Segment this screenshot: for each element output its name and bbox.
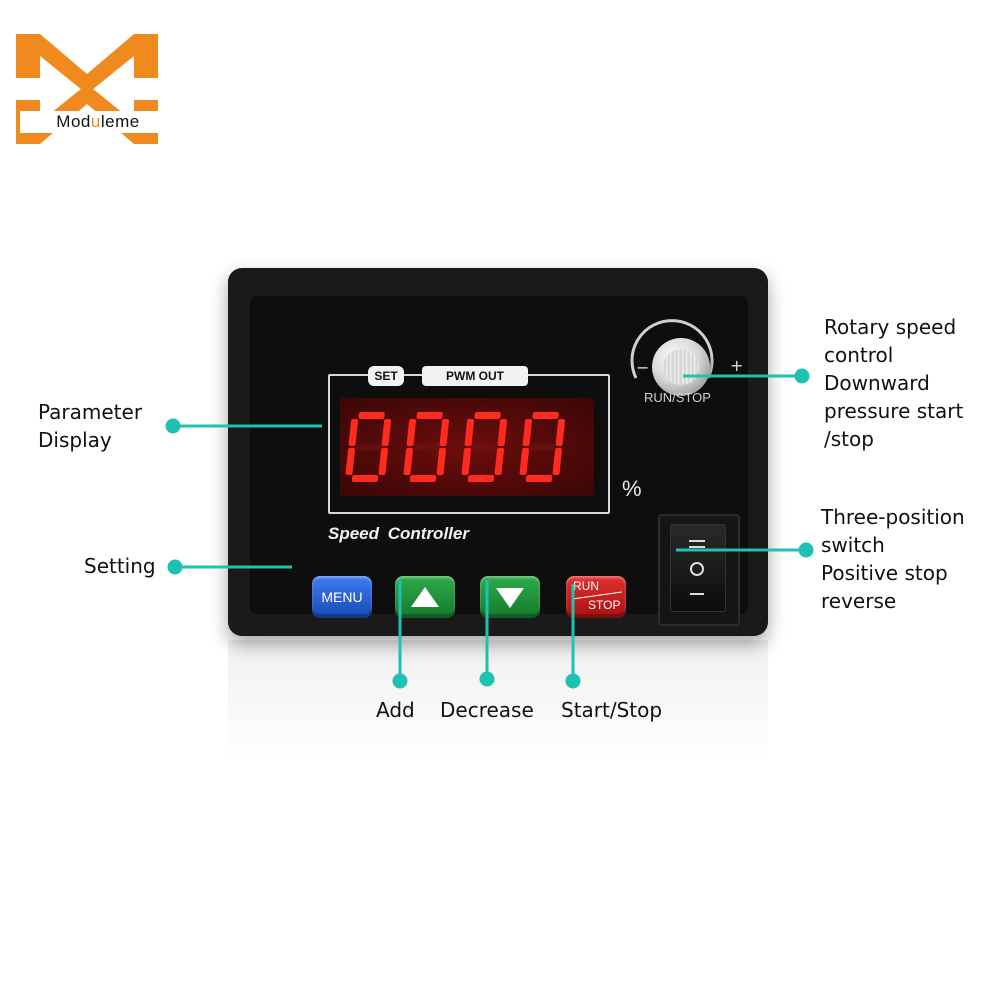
annotation-line: control	[824, 343, 894, 367]
led-segment	[494, 448, 505, 475]
knob-scale-arc	[630, 319, 714, 379]
led-segment	[529, 443, 556, 451]
logo-wordmark: Moduleme	[56, 112, 140, 131]
menu-button-label: MENU	[321, 589, 363, 605]
led-segment	[355, 443, 382, 451]
stop-label: STOP	[588, 598, 621, 612]
add-dot	[392, 673, 408, 689]
switch-annotation: Three-position switch Positive stop reve…	[821, 503, 965, 615]
led-segment	[497, 419, 508, 446]
led-segment	[474, 412, 501, 419]
annotation-line: Display	[38, 428, 112, 452]
led-segment	[403, 448, 414, 475]
pwm-out-indicator-label: PWM OUT	[422, 366, 528, 386]
decrease-dot	[479, 671, 495, 687]
start-stop-dot	[565, 673, 581, 689]
add-button[interactable]	[395, 576, 455, 618]
switch-dot	[798, 542, 814, 558]
knob-plus-label: +	[730, 356, 744, 375]
led-segment	[413, 443, 440, 451]
led-digit	[403, 412, 450, 482]
setting-annotation: Setting	[84, 554, 156, 578]
annotation-line: Parameter	[38, 400, 143, 424]
led-segment	[358, 412, 385, 419]
decrease-annotation: Decrease	[440, 698, 534, 722]
led-digit	[345, 412, 392, 482]
led-segment	[416, 412, 443, 419]
device-brand-label: Speed Controller	[328, 524, 469, 543]
led-digit	[519, 412, 566, 482]
run-label: RUN	[573, 579, 599, 593]
led-display	[340, 398, 594, 496]
annotation-line: Downward	[824, 371, 930, 395]
led-segment	[522, 419, 533, 446]
switch-stop-symbol	[690, 562, 704, 576]
led-segment	[409, 475, 437, 482]
setting-dot	[167, 559, 183, 575]
led-segment	[532, 412, 559, 419]
knob-cap	[663, 349, 699, 385]
menu-button[interactable]: MENU	[312, 576, 372, 618]
add-annotation: Add	[376, 698, 415, 722]
led-segment	[381, 419, 392, 446]
switch-reverse-symbol	[689, 540, 705, 548]
led-segment	[525, 475, 553, 482]
set-indicator-label: SET	[368, 366, 404, 386]
led-segment	[439, 419, 450, 446]
device-faceplate: SET PWM OUT % Speed Controller MENU RUN …	[250, 296, 748, 626]
led-digits	[345, 412, 566, 482]
param-display-dot	[165, 418, 181, 434]
start-stop-annotation: Start/Stop	[561, 698, 663, 722]
rotary-dot	[794, 368, 810, 384]
annotation-line: Rotary speed	[824, 315, 957, 339]
parameter-display-annotation: Parameter Display	[38, 398, 142, 454]
led-segment	[555, 419, 566, 446]
led-digit	[461, 412, 508, 482]
led-segment	[552, 448, 563, 475]
triangle-up-icon	[411, 587, 439, 607]
switch-forward-symbol	[690, 593, 704, 595]
moduleme-logo: Moduleme	[14, 34, 180, 144]
decrease-button[interactable]	[480, 576, 540, 618]
led-segment	[519, 448, 530, 475]
led-segment	[378, 448, 389, 475]
logo-text-band	[20, 111, 180, 133]
led-segment	[348, 419, 359, 446]
rotary-annotation: Rotary speed control Downward pressure s…	[824, 313, 963, 453]
annotation-line: reverse	[821, 589, 897, 613]
led-segment	[351, 475, 379, 482]
led-segment	[436, 448, 447, 475]
annotation-line: Positive stop	[821, 561, 948, 585]
knob-minus-label: −	[636, 358, 650, 377]
knob-run-stop-label: RUN/STOP	[644, 390, 711, 405]
annotation-line: switch	[821, 533, 885, 557]
speed-controller-device: SET PWM OUT % Speed Controller MENU RUN …	[228, 268, 768, 636]
device-reflection	[228, 640, 768, 760]
led-segment	[471, 443, 498, 451]
triangle-down-icon	[496, 588, 524, 608]
annotation-line: /stop	[824, 427, 874, 451]
led-segment	[406, 419, 417, 446]
run-stop-button[interactable]: RUN STOP	[566, 576, 626, 618]
led-segment	[464, 419, 475, 446]
led-segment	[467, 475, 495, 482]
annotation-line: pressure start	[824, 399, 964, 423]
annotation-line: Three-position	[821, 505, 965, 529]
led-segment	[345, 448, 356, 475]
led-segment	[461, 448, 472, 475]
display-unit: %	[622, 476, 642, 501]
